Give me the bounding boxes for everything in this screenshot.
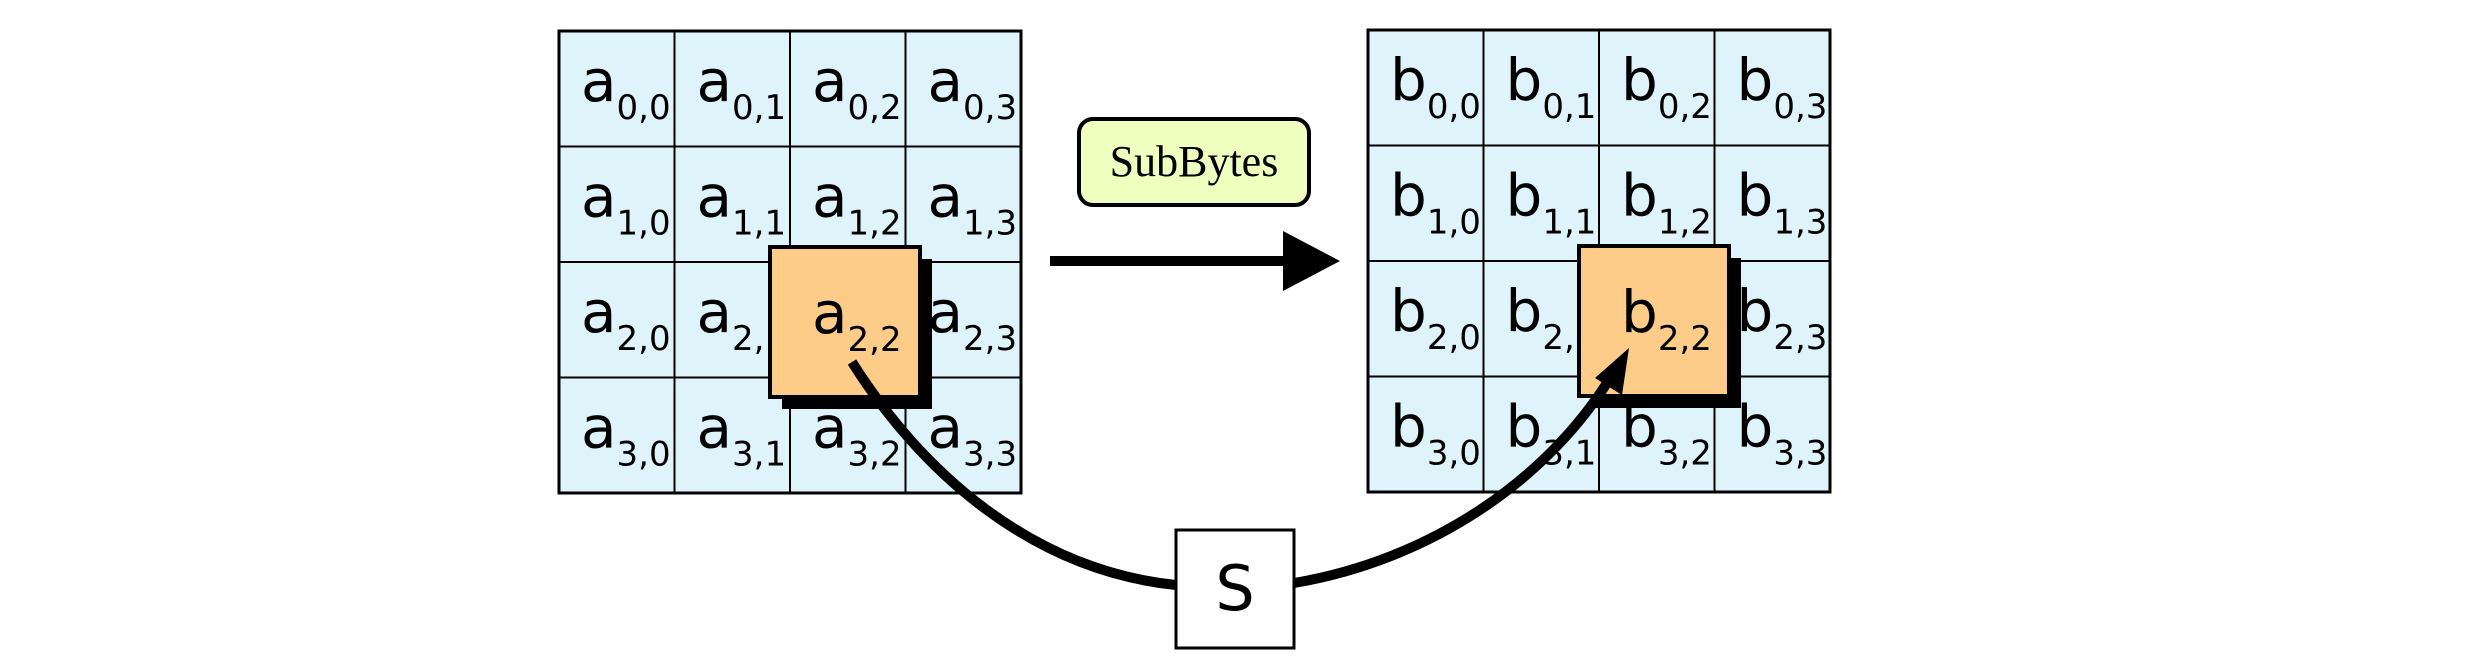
matrix-cell-b-1-2-index: 1,2 <box>1658 203 1712 243</box>
matrix-cell-b-2-3-index: 2,3 <box>1773 318 1827 358</box>
matrix-cell-a-1-2-index: 1,2 <box>848 204 902 244</box>
matrix-cell-a-3-2-index: 3,2 <box>848 435 902 475</box>
matrix-cell-a-1-3-index: 1,3 <box>963 204 1017 244</box>
matrix-cell-b-0-1-index: 0,1 <box>1542 87 1596 127</box>
matrix-cell-b-0-0-index: 0,0 <box>1427 87 1481 127</box>
matrix-cell-a-1-0-index: 1,0 <box>617 204 671 244</box>
matrix-cell-b-3-0-letter: b <box>1390 393 1427 461</box>
matrix-cell-a-3-0-index: 3,0 <box>617 435 671 475</box>
matrix-cell-a-1-1-letter: a <box>697 163 733 231</box>
matrix-cell-a-3-3: a3,3 <box>928 394 1018 475</box>
matrix-cell-b-3-3: b3,3 <box>1737 393 1828 474</box>
sbox-label: S <box>1215 552 1254 625</box>
matrix-cell-a-0-0: a0,0 <box>581 47 671 128</box>
subbytes-label-box: SubBytes <box>1077 117 1311 207</box>
matrix-cell-b-2-3: b2,3 <box>1737 277 1828 358</box>
sbox-output-arrowhead <box>1595 348 1629 395</box>
matrix-cell-a-3-3-index: 3,3 <box>963 435 1017 475</box>
matrix-cell-b-1-2: b1,2 <box>1621 162 1712 243</box>
sbox-to-output-curve <box>1293 367 1620 588</box>
matrix-cell-a-3-0-letter: a <box>581 394 617 462</box>
matrix-cell-b-2-3-letter: b <box>1737 277 1774 345</box>
matrix-cell-a-3-1-letter: a <box>697 394 733 462</box>
matrix-cell-a-3-0: a3,0 <box>581 394 671 475</box>
matrix-cell-a-3-1: a3,1 <box>697 394 787 475</box>
matrix-cell-b-3-0: b3,0 <box>1390 393 1481 474</box>
matrix-cell-b-0-3: b0,3 <box>1737 46 1828 127</box>
matrix-cell-a-0-1-index: 0,1 <box>732 88 786 128</box>
matrix-cell-b-3-1-letter: b <box>1506 393 1543 461</box>
sbox: S <box>1174 528 1296 650</box>
matrix-cell-b-0-2-letter: b <box>1621 46 1658 114</box>
highlighted-cell-label-b-index: 2,2 <box>1658 319 1712 359</box>
matrix-cell-a-1-3: a1,3 <box>928 163 1018 244</box>
matrix-cell-b-0-2: b0,2 <box>1621 46 1712 127</box>
matrix-cell-b-1-0-letter: b <box>1390 162 1427 230</box>
matrix-cell-a-0-0-index: 0,0 <box>617 88 671 128</box>
matrix-cell-a-0-3-index: 0,3 <box>963 88 1017 128</box>
subbytes-label: SubBytes <box>1110 137 1279 186</box>
matrix-cell-b-3-0-index: 3,0 <box>1427 434 1481 474</box>
highlighted-cell-label-a: a2,2 <box>812 279 902 360</box>
matrix-cell-b-0-1-letter: b <box>1506 46 1543 114</box>
matrix-cell-a-0-1: a0,1 <box>697 47 787 128</box>
matrix-cell-b-1-1: b1,1 <box>1506 162 1597 243</box>
matrix-cell-a-3-3-letter: a <box>928 394 964 462</box>
matrix-cell-b-3-3-index: 3,3 <box>1773 434 1827 474</box>
matrix-cell-b-0-3-letter: b <box>1737 46 1774 114</box>
matrix-cell-b-0-3-index: 0,3 <box>1773 87 1827 127</box>
matrix-cell-b-1-2-letter: b <box>1621 162 1658 230</box>
matrix-cell-b-3-3-letter: b <box>1737 393 1774 461</box>
matrix-cell-b-2-0-letter: b <box>1390 277 1427 345</box>
matrix-cell-b-2-1-letter: b <box>1506 277 1543 345</box>
matrix-cell-b-3-2-index: 3,2 <box>1658 434 1712 474</box>
matrix-cell-a-1-0-letter: a <box>581 163 617 231</box>
highlighted-cell-label-a-index: 2,2 <box>848 320 902 360</box>
highlighted-cell-a <box>768 245 922 399</box>
matrix-cell-a-0-2: a0,2 <box>812 47 902 128</box>
matrix-cell-a-0-0-letter: a <box>581 47 617 115</box>
matrix-cell-a-2-3-index: 2,3 <box>963 319 1017 359</box>
highlighted-cell-label-b-letter: b <box>1621 278 1658 346</box>
matrix-cell-a-0-3: a0,3 <box>928 47 1018 128</box>
input-to-sbox-curve <box>847 359 1177 590</box>
matrix-cell-a-1-2-letter: a <box>812 163 848 231</box>
matrix-cell-b-1-3-index: 1,3 <box>1773 203 1827 243</box>
matrix-cell-a-0-2-letter: a <box>812 47 848 115</box>
matrix-cell-a-2-0: a2,0 <box>581 278 671 359</box>
matrix-cell-b-1-1-index: 1,1 <box>1542 203 1596 243</box>
matrix-cell-a-2-0-index: 2,0 <box>617 319 671 359</box>
matrix-cell-b-2-0-index: 2,0 <box>1427 318 1481 358</box>
matrix-cell-a-2-3: a2,3 <box>928 278 1018 359</box>
matrix-cell-b-0-2-index: 0,2 <box>1658 87 1712 127</box>
matrix-cell-a-2-3-letter: a <box>928 278 964 346</box>
matrix-cell-b-0-1: b0,1 <box>1506 46 1597 127</box>
highlighted-cell-label-b: b2,2 <box>1621 278 1712 359</box>
matrix-cell-a-0-1-letter: a <box>697 47 733 115</box>
matrix-cell-a-0-3-letter: a <box>928 47 964 115</box>
matrix-cell-a-2-1-letter: a <box>697 278 733 346</box>
matrix-cell-a-1-1: a1,1 <box>697 163 787 244</box>
matrix-cell-a-1-0: a1,0 <box>581 163 671 244</box>
matrix-cell-b-1-1-letter: b <box>1506 162 1543 230</box>
matrix-cell-a-2-0-letter: a <box>581 278 617 346</box>
matrix-cell-b-0-0: b0,0 <box>1390 46 1481 127</box>
matrix-cell-a-1-3-letter: a <box>928 163 964 231</box>
matrix-cell-b-2-0: b2,0 <box>1390 277 1481 358</box>
matrix-cell-a-1-1-index: 1,1 <box>732 204 786 244</box>
matrix-cell-a-1-2: a1,2 <box>812 163 902 244</box>
matrix-cell-b-1-0: b1,0 <box>1390 162 1481 243</box>
transform-arrow <box>1050 231 1340 291</box>
matrix-cell-b-1-0-index: 1,0 <box>1427 203 1481 243</box>
matrix-cell-a-0-2-index: 0,2 <box>848 88 902 128</box>
matrix-cell-a-3-1-index: 3,1 <box>732 435 786 475</box>
matrix-cell-b-1-3-letter: b <box>1737 162 1774 230</box>
highlighted-cell-label-a-letter: a <box>812 279 848 347</box>
matrix-cell-b-0-0-letter: b <box>1390 46 1427 114</box>
matrix-cell-b-1-3: b1,3 <box>1737 162 1828 243</box>
